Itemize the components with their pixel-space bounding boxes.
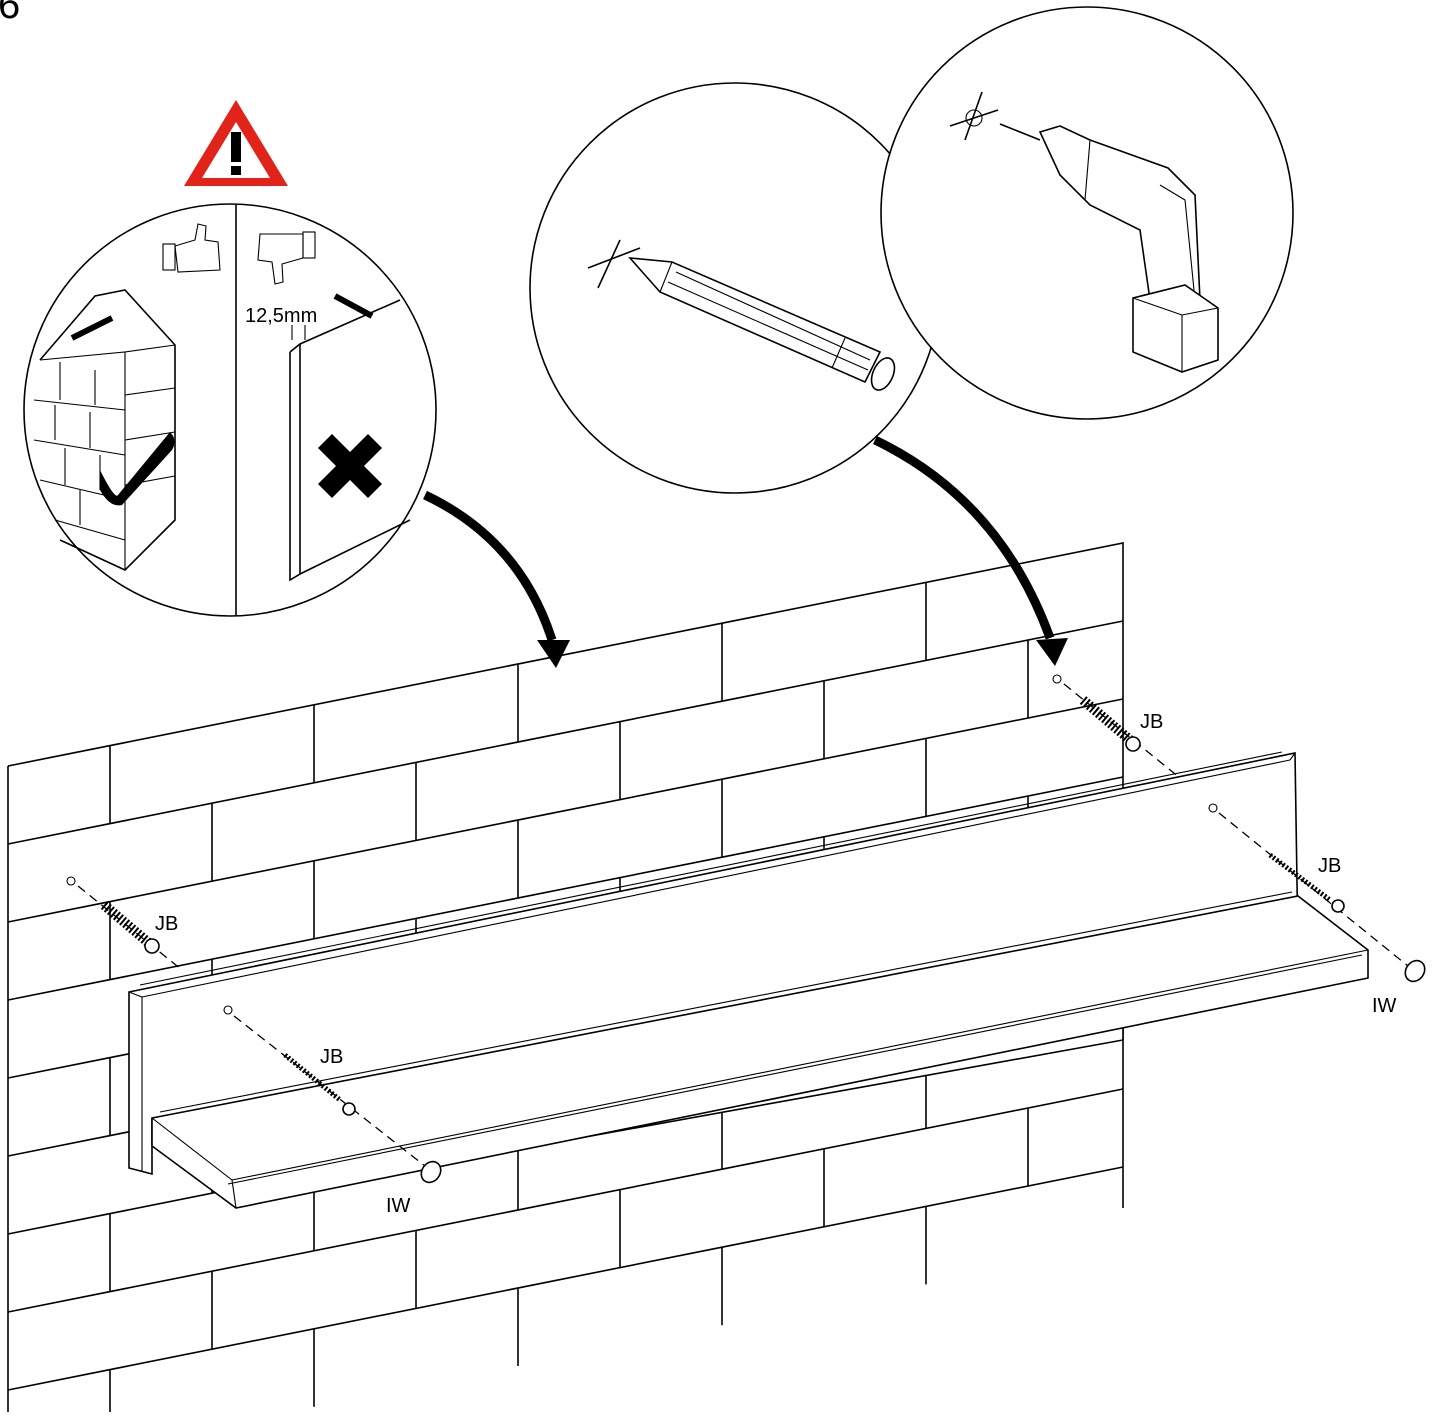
screw-label-right: JB xyxy=(1318,855,1341,877)
cross-icon xyxy=(318,434,382,498)
screw-label-left: JB xyxy=(320,1046,343,1068)
warning-triangle-icon xyxy=(184,100,288,186)
mark-cross xyxy=(587,239,641,289)
thumbs-down-icon xyxy=(257,231,316,285)
detail-drill-hole xyxy=(880,6,1294,420)
arrow-mark-detail-to-wall xyxy=(873,435,1068,666)
wall-anchor-left xyxy=(66,876,183,971)
brick-course-line xyxy=(7,620,1124,845)
checkmark-icon xyxy=(100,432,175,506)
anchor-label-right: JB xyxy=(1140,711,1163,733)
detail-wall-types: 12,5mm xyxy=(23,203,437,617)
wall-anchor-right xyxy=(1052,674,1181,779)
plasterboard-thickness-label: 12,5mm xyxy=(245,305,317,327)
brick-course-line xyxy=(7,1088,1124,1313)
step-number: 6 xyxy=(0,0,20,27)
hole-mark xyxy=(949,91,999,141)
cap-label-left: IW xyxy=(386,1195,411,1217)
plasterboard xyxy=(289,293,411,582)
detail-mark-position xyxy=(529,82,941,494)
brick-block xyxy=(33,289,176,571)
thumbs-up-icon xyxy=(162,223,221,273)
arrow-wall-detail-to-wall xyxy=(423,490,570,668)
brick-course-line xyxy=(7,698,1124,923)
shelf-screw-right xyxy=(1208,803,1426,983)
pencil-icon xyxy=(628,257,896,391)
brick-course-line xyxy=(7,776,1124,1001)
brick-course-line xyxy=(7,1166,1124,1391)
shelf-panel xyxy=(128,751,1369,1209)
cap-label-right: IW xyxy=(1372,995,1397,1017)
drill-icon xyxy=(999,123,1219,373)
shelf-screw-left xyxy=(223,1005,442,1184)
anchor-label-left: JB xyxy=(155,913,178,935)
